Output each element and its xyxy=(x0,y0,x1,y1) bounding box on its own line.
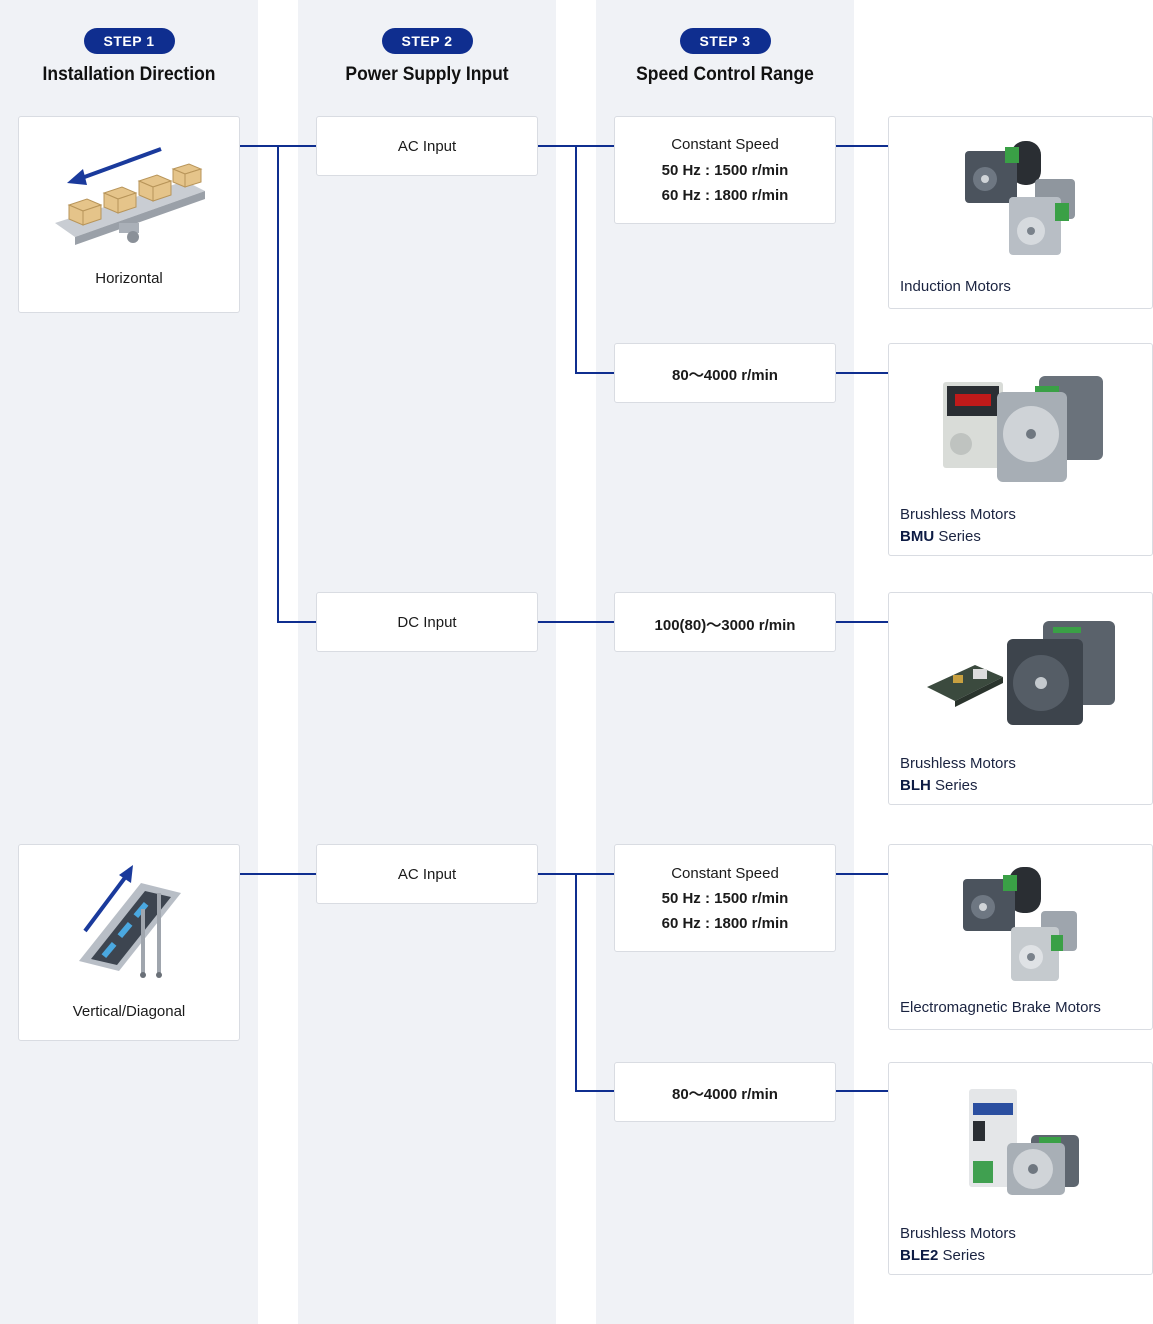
step2-title: Power Supply Input xyxy=(345,64,509,85)
speed-range-card-1[interactable]: 80～4000 r/min xyxy=(614,343,836,403)
constant-speed-title-1: Constant Speed xyxy=(671,136,779,153)
horizontal-label: Horizontal xyxy=(95,270,163,287)
blh-series-code: BLH xyxy=(900,777,931,794)
step1-header: STEP 1 Installation Direction xyxy=(0,28,258,86)
speed-range-label-1: 80～4000 r/min xyxy=(672,367,778,384)
ble2-name: Brushless Motors BLE2 Series xyxy=(900,1223,1016,1267)
constant-speed-50hz-2: 50 Hz : 1500 r/min xyxy=(661,890,789,907)
bmu-name-line1: Brushless Motors xyxy=(900,506,1016,523)
dc-input-label: DC Input xyxy=(397,614,457,631)
speed-range-dc-label: 100(80)～3000 r/min xyxy=(654,617,796,634)
product-blh-card[interactable]: Brushless Motors BLH Series xyxy=(888,592,1153,805)
constant-speed-card-1[interactable]: Constant Speed 50 Hz : 1500 r/min 60 Hz … xyxy=(614,116,836,224)
blh-series-line: BLH Series xyxy=(900,775,1016,797)
blh-motor-icon xyxy=(927,621,1115,725)
induction-name: Induction Motors xyxy=(900,278,1011,295)
constant-speed-card-2[interactable]: Constant Speed 50 Hz : 1500 r/min 60 Hz … xyxy=(614,844,836,952)
speed-range-card-2[interactable]: 80～4000 r/min xyxy=(614,1062,836,1122)
step2-badge: STEP 2 xyxy=(381,28,473,54)
ac-input-label-1: AC Input xyxy=(397,138,457,155)
ble2-series-word: Series xyxy=(942,1247,986,1264)
dc-input-card[interactable]: DC Input xyxy=(316,592,538,652)
ac-input-card-1[interactable]: AC Input xyxy=(316,116,538,176)
vertical-label: Vertical/Diagonal xyxy=(72,1003,186,1020)
brake-motor-icon xyxy=(963,867,1077,981)
column-bg-step2 xyxy=(298,0,556,1324)
step1-badge: STEP 1 xyxy=(83,28,175,54)
speed-range-dc-card[interactable]: 100(80)～3000 r/min xyxy=(614,592,836,652)
induction-motor-icon xyxy=(965,141,1075,255)
constant-speed-60hz-2: 60 Hz : 1800 r/min xyxy=(661,915,789,932)
constant-speed-60hz-1: 60 Hz : 1800 r/min xyxy=(661,187,789,204)
constant-speed-50hz-1: 50 Hz : 1500 r/min xyxy=(661,162,789,179)
product-induction-card[interactable]: Induction Motors xyxy=(888,116,1153,309)
speed-range-label-2: 80～4000 r/min xyxy=(672,1086,778,1103)
step2-header: STEP 2 Power Supply Input xyxy=(298,28,556,86)
ble2-motor-icon xyxy=(969,1089,1079,1195)
product-ble2-card[interactable]: Brushless Motors BLE2 Series xyxy=(888,1062,1153,1275)
bmu-motor-icon xyxy=(943,376,1103,482)
bmu-series-line: BMU Series xyxy=(900,526,1016,548)
step3-title: Speed Control Range xyxy=(636,64,814,85)
bmu-series-code: BMU xyxy=(900,528,935,545)
installation-horizontal-card[interactable]: Horizontal xyxy=(18,116,240,313)
ac-input-label-2: AC Input xyxy=(397,866,457,883)
ac-input-card-2[interactable]: AC Input xyxy=(316,844,538,904)
ble2-series-code: BLE2 xyxy=(900,1247,939,1264)
blh-series-word: Series xyxy=(935,777,978,794)
blh-name-line1: Brushless Motors xyxy=(900,755,1016,772)
ble2-series-line: BLE2 Series xyxy=(900,1245,1016,1267)
step3-badge: STEP 3 xyxy=(679,28,771,54)
brake-name: Electromagnetic Brake Motors xyxy=(900,999,1101,1016)
installation-vertical-card[interactable]: Vertical/Diagonal xyxy=(18,844,240,1041)
blh-name: Brushless Motors BLH Series xyxy=(900,753,1016,797)
product-brake-card[interactable]: Electromagnetic Brake Motors xyxy=(888,844,1153,1030)
step3-header: STEP 3 Speed Control Range xyxy=(596,28,854,86)
product-bmu-card[interactable]: Brushless Motors BMU Series xyxy=(888,343,1153,556)
vertical-conveyor-icon xyxy=(79,865,181,978)
ble2-name-line1: Brushless Motors xyxy=(900,1225,1016,1242)
step1-title: Installation Direction xyxy=(42,64,216,85)
bmu-name: Brushless Motors BMU Series xyxy=(900,504,1016,548)
horizontal-conveyor-icon xyxy=(55,147,205,245)
bmu-series-word: Series xyxy=(938,528,981,545)
constant-speed-title-2: Constant Speed xyxy=(671,865,779,882)
